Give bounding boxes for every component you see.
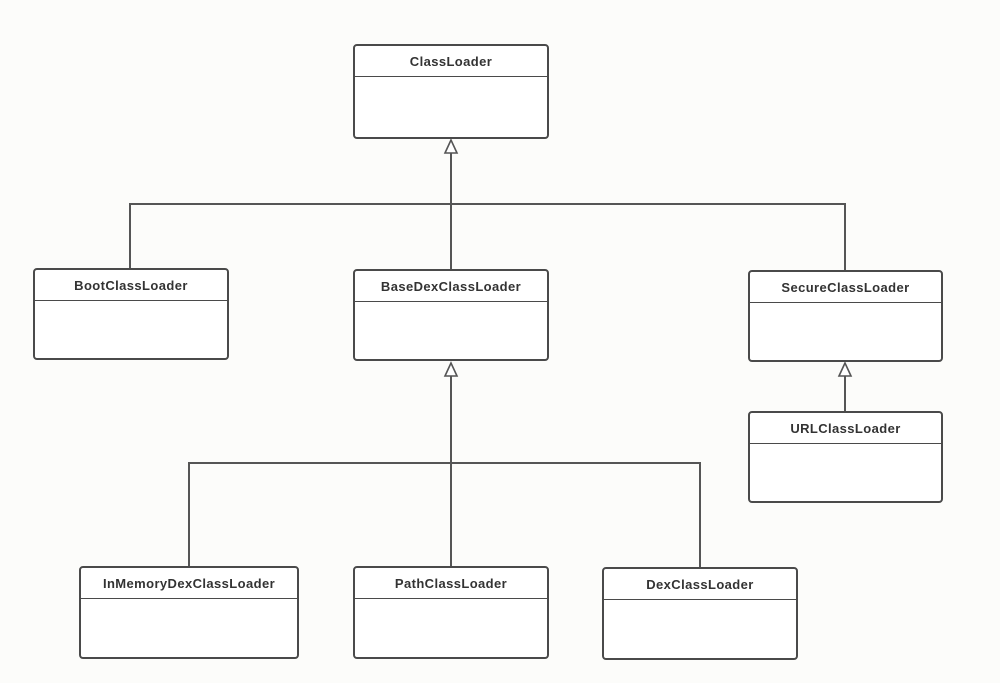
class-box-pathclassloader: PathClassLoader (353, 566, 549, 659)
class-box-secureclassloader: SecureClassLoader (748, 270, 943, 362)
class-box-urlclassloader: URLClassLoader (748, 411, 943, 503)
class-name-urlclassloader: URLClassLoader (750, 413, 941, 444)
class-name-secureclassloader: SecureClassLoader (750, 272, 941, 303)
connector-inmemorydexclassloader-to-basedexclassloader (188, 462, 451, 566)
inheritance-arrowhead-classloader (443, 138, 459, 154)
class-name-bootclassloader: BootClassLoader (35, 270, 227, 301)
inheritance-arrowhead-basedexclassloader (443, 361, 459, 377)
class-box-basedexclassloader: BaseDexClassLoader (353, 269, 549, 361)
class-name-dexclassloader: DexClassLoader (604, 569, 796, 600)
connector-secureclassloader-to-classloader (451, 203, 846, 270)
class-box-inmemorydexclassloader: InMemoryDexClassLoader (79, 566, 299, 659)
class-name-pathclassloader: PathClassLoader (355, 568, 547, 599)
inheritance-arrowhead-secureclassloader (837, 361, 853, 377)
connector-bootclassloader-to-classloader (129, 203, 451, 268)
class-name-inmemorydexclassloader: InMemoryDexClassLoader (81, 568, 297, 599)
class-box-dexclassloader: DexClassLoader (602, 567, 798, 660)
class-name-basedexclassloader: BaseDexClassLoader (355, 271, 547, 302)
class-box-classloader: ClassLoader (353, 44, 549, 139)
class-name-classloader: ClassLoader (355, 46, 547, 77)
connector-dexclassloader-to-basedexclassloader (451, 462, 701, 567)
class-box-bootclassloader: BootClassLoader (33, 268, 229, 360)
